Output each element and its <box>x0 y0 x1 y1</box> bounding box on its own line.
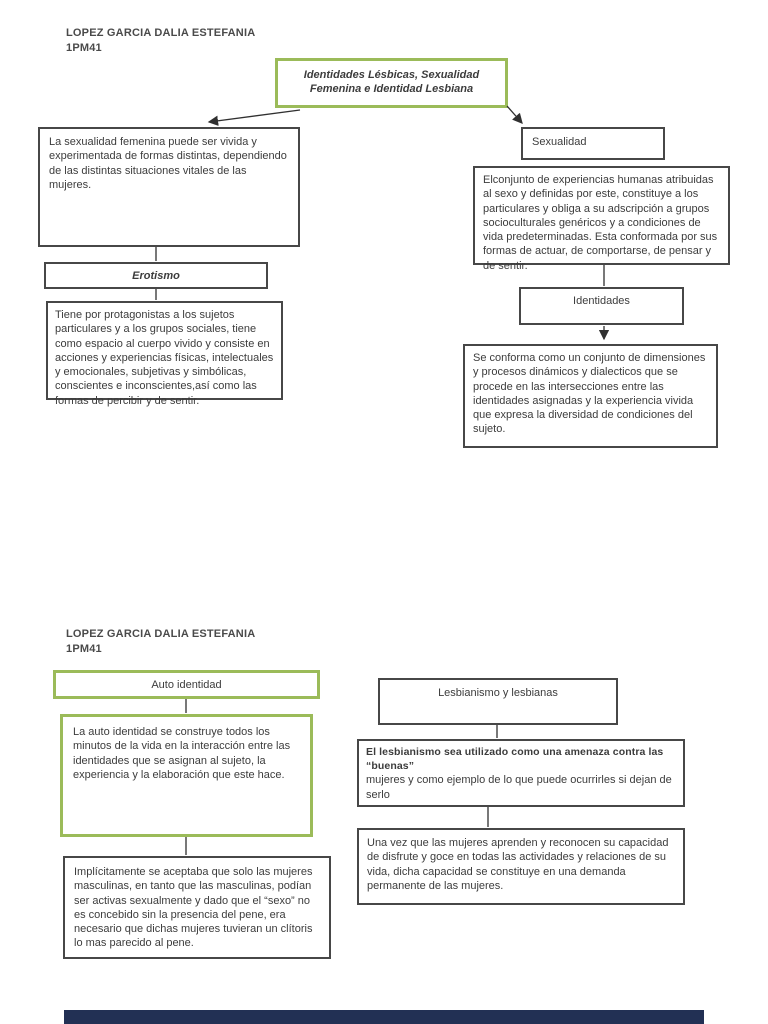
sexualidad-femenina-box: La sexualidad femenina puede ser vivida … <box>38 127 300 247</box>
lesbianismo-desc-line1: El lesbianismo sea utilizado como una am… <box>366 746 664 772</box>
lesbianismo-title-box: Lesbianismo y lesbianas <box>378 678 618 725</box>
sexualidad-title-box: Sexualidad <box>521 127 665 160</box>
arrow-title-to-sexualidad <box>506 105 523 124</box>
main-title-box: Identidades Lésbicas, Sexualidad Femenin… <box>275 58 508 108</box>
erotismo-title-box: Erotismo <box>44 262 268 289</box>
viewer-page-gap-bar <box>64 1010 704 1024</box>
lesbianismo-desc-line2: mujeres y como ejemplo de lo que puede o… <box>366 774 672 801</box>
identidades-desc-box: Se conforma como un conjunto de dimensio… <box>463 344 718 448</box>
una-vez-box: Una vez que las mujeres aprenden y recon… <box>357 828 685 905</box>
identidades-title-box: Identidades <box>519 287 684 325</box>
sexualidad-desc-box: Elconjunto de experiencias humanas atrib… <box>473 166 730 272</box>
page1-group-code: 1PM41 <box>66 42 102 54</box>
arrow-title-to-sexualidad-femenina <box>207 109 301 126</box>
auto-identidad-desc-box: La auto identidad se construye todos los… <box>60 714 313 837</box>
implicitamente-box: Implícitamente se aceptaba que solo las … <box>63 856 331 959</box>
auto-identidad-title-box: Auto identidad <box>53 670 320 699</box>
lesbianismo-desc-box: El lesbianismo sea utilizado como una am… <box>357 739 685 807</box>
page2-author-name: LOPEZ GARCIA DALIA ESTEFANIA <box>66 628 256 640</box>
page1-author-name: LOPEZ GARCIA DALIA ESTEFANIA <box>66 27 256 39</box>
page2-group-code: 1PM41 <box>66 643 102 655</box>
erotismo-desc-box: Tiene por protagonistas a los sujetos pa… <box>46 301 283 407</box>
